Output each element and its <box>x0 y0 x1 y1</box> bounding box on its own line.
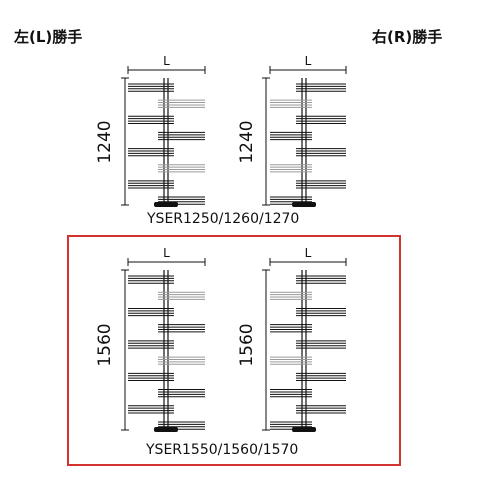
height-dimension-label: 1560 <box>237 323 257 366</box>
rail-base <box>292 427 316 432</box>
right-hand-label: 右(R)勝手 <box>372 28 443 46</box>
left-hand-label: 左(L)勝手 <box>14 28 83 46</box>
model-label-bottom: YSER1550/1560/1570 <box>146 442 299 458</box>
width-dimension-label: L <box>305 246 312 260</box>
height-dimension-label: 1240 <box>95 120 115 163</box>
width-dimension-label: L <box>163 54 170 68</box>
width-dimension-label: L <box>163 246 170 260</box>
highlight-frame <box>67 235 401 466</box>
rail-base <box>292 202 316 207</box>
rail-base <box>154 202 178 207</box>
height-dimension-label: 1560 <box>95 323 115 366</box>
model-label-top: YSER1250/1260/1270 <box>147 211 300 227</box>
rail-base <box>154 427 178 432</box>
height-dimension-label: 1240 <box>237 120 257 163</box>
width-dimension-label: L <box>305 54 312 68</box>
